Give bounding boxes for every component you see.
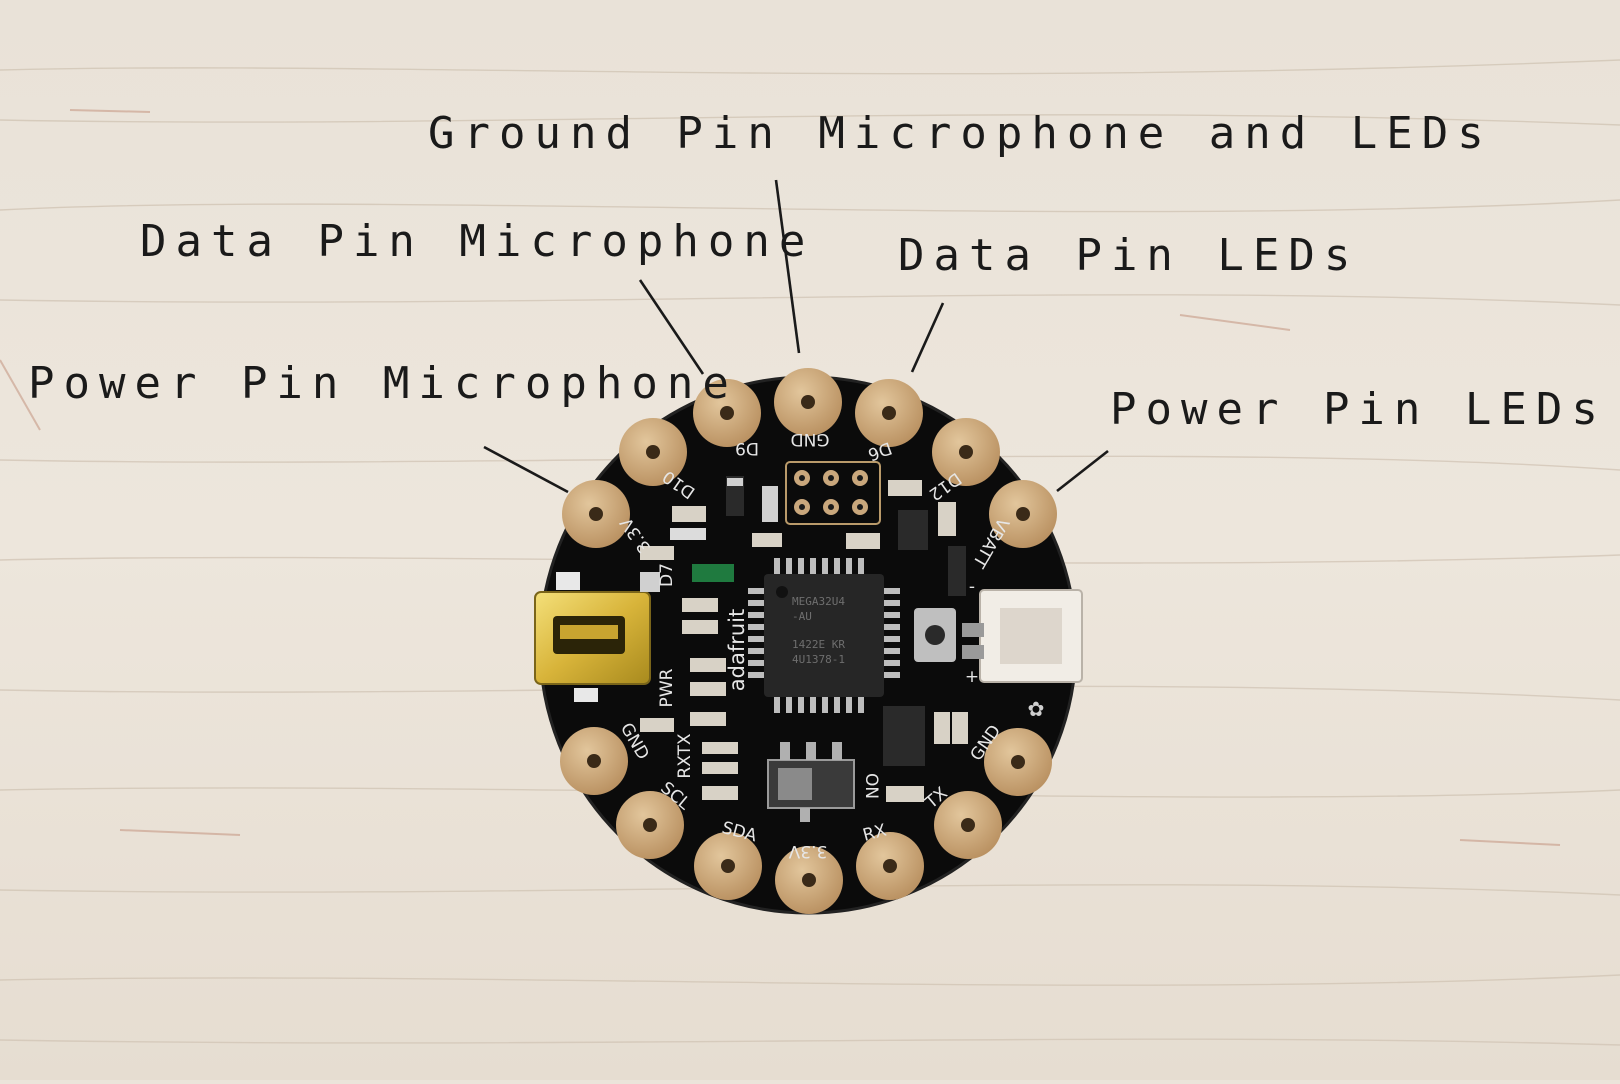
label-ground-pin: Ground Pin Microphone and LEDs <box>428 108 1493 159</box>
adafruit-star-logo: ✿ <box>1028 693 1044 723</box>
label-data-pin-leds: Data Pin LEDs <box>898 230 1360 281</box>
label-power-pin-microphone: Power Pin Microphone <box>28 358 738 409</box>
silk-on: ON <box>861 773 881 799</box>
leader-line-power-leds <box>1056 449 1109 493</box>
chip-marking-line-2: -AU <box>792 610 812 623</box>
leader-line-ground <box>774 179 801 354</box>
label-power-pin-leds: Power Pin LEDs <box>1110 384 1607 435</box>
leader-line-data-mic <box>638 279 705 375</box>
leader-line-data-leds <box>910 302 945 373</box>
smd-components <box>556 476 968 802</box>
brand-wordmark: adafruit <box>725 609 749 691</box>
chip-marking-line-3: 1422E KR <box>792 638 845 651</box>
wood-grain <box>0 59 1620 1046</box>
power-switch <box>767 742 855 822</box>
silk-minus: - <box>969 577 975 597</box>
silk-rxtx: RXTX <box>675 733 695 779</box>
silk-3v3-bottom: 3.3V <box>788 841 827 861</box>
leader-lines <box>483 179 1109 494</box>
label-data-pin-microphone: Data Pin Microphone <box>140 216 815 267</box>
wood-knots <box>0 109 1561 846</box>
flora-board: MEGA32U4 -AU 1422E KR 4U1378-1 <box>534 368 1083 915</box>
microcontroller-chip: MEGA32U4 -AU 1422E KR 4U1378-1 <box>748 558 900 713</box>
silk-gnd-top: GND <box>791 429 830 449</box>
pads <box>560 368 1057 914</box>
silk-d7: D7 <box>657 563 677 587</box>
icsp-header <box>785 461 881 525</box>
silk-pwr: PWR <box>657 668 677 707</box>
silk-plus: + <box>965 667 979 687</box>
chip-marking-line-4: 4U1378-1 <box>792 653 845 666</box>
silk-d9: D9 <box>735 438 759 458</box>
leader-line-power-mic <box>483 445 569 494</box>
battery-connector <box>962 589 1083 683</box>
chip-marking-line-1: MEGA32U4 <box>792 595 845 608</box>
usb-connector <box>534 591 651 685</box>
